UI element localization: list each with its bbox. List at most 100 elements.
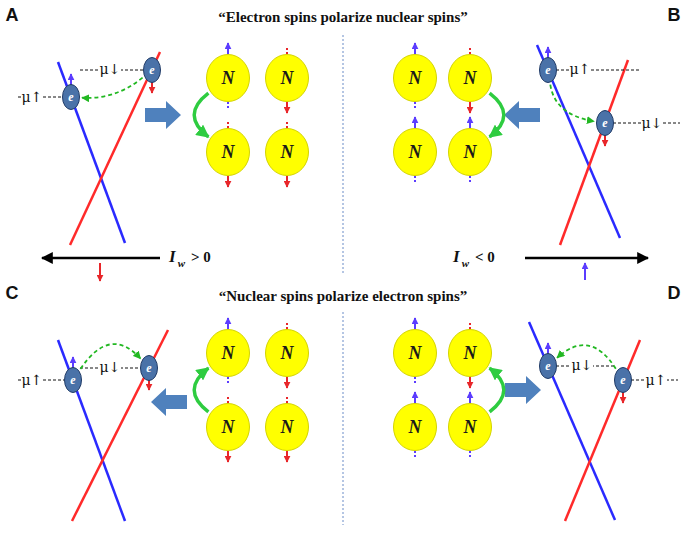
spin-up-band	[58, 62, 125, 243]
circle-fill	[597, 111, 614, 136]
node-symbol: N	[281, 343, 294, 364]
node-symbol: N	[464, 343, 477, 364]
electron-circle: e	[62, 84, 80, 110]
node-symbol: N	[222, 417, 235, 438]
spin-flip-arrow	[490, 368, 504, 412]
node-symbol: N	[464, 68, 477, 89]
circle-fill	[207, 404, 250, 451]
circle-fill	[394, 330, 437, 377]
spin-arrow	[469, 102, 471, 113]
circle-fill	[449, 404, 492, 451]
spin-tail	[227, 377, 229, 385]
spin-tail	[286, 46, 288, 54]
electron-circle: e	[614, 367, 632, 393]
node-symbol: e	[545, 63, 550, 78]
node-symbol: N	[222, 343, 235, 364]
nucleus-circle: N	[393, 329, 437, 377]
spin-arrow	[286, 377, 288, 388]
spin-arrow	[414, 318, 416, 329]
panel-letter: D	[667, 283, 682, 304]
potential-label: μ↑	[21, 372, 44, 388]
nucleus-circle: N	[448, 403, 492, 451]
electron-circle: e	[140, 355, 158, 381]
spin-tail	[286, 321, 288, 329]
block-arrow	[505, 376, 541, 404]
nucleus-circle: N	[393, 54, 437, 102]
spin-flip-arrow	[194, 368, 208, 412]
circle-fill	[394, 55, 437, 102]
current-spin	[99, 263, 101, 281]
potential-label: μ↑	[645, 372, 668, 388]
spin-down-band	[70, 52, 160, 245]
spin-tail	[286, 120, 288, 128]
current-sign: < 0	[474, 249, 496, 266]
spin-tail	[469, 176, 471, 184]
spin-flip-arrow	[490, 93, 504, 137]
spin-arrow	[286, 451, 288, 462]
spin-down-band	[560, 60, 628, 245]
node-symbol: N	[281, 68, 294, 89]
electron-transition-arrow	[550, 85, 594, 122]
node-symbol: e	[70, 373, 75, 388]
circle-fill	[207, 129, 250, 176]
node-symbol: e	[149, 63, 154, 78]
circle-fill	[65, 368, 82, 393]
node-symbol: N	[409, 68, 422, 89]
node-symbol: N	[281, 417, 294, 438]
panel-heading: “Nuclear spins polarize electron spins”	[218, 288, 469, 305]
node-symbol: N	[409, 142, 422, 163]
nucleus-circle: N	[206, 329, 250, 377]
electron-circle: e	[596, 110, 614, 136]
nucleus-circle: N	[206, 54, 250, 102]
spin-up-band	[58, 340, 125, 521]
spin-tail	[414, 377, 416, 385]
spin-down-band	[72, 330, 168, 521]
nucleus-circle: N	[448, 329, 492, 377]
spin-tail	[227, 395, 229, 403]
spin-arrow	[286, 176, 288, 187]
node-symbol: N	[409, 417, 422, 438]
current-symbol: I	[168, 247, 177, 267]
panel-divider	[343, 312, 344, 525]
block-arrow	[151, 388, 187, 416]
band-lines	[537, 45, 680, 245]
spin-tail	[227, 102, 229, 110]
potential-label: μ↓	[641, 115, 664, 131]
current-subscript: w	[461, 257, 470, 269]
nucleus-circle: N	[265, 403, 309, 451]
circle-fill	[266, 404, 309, 451]
circle-fill	[266, 55, 309, 102]
potential-label: μ↓	[99, 61, 122, 77]
nucleus-circle: N	[393, 128, 437, 176]
current-subscript: w	[177, 257, 186, 269]
potential-label: μ↓	[571, 357, 594, 373]
spin-arrow	[414, 117, 416, 128]
panel-heading: “Electron spins polarize nuclear spins”	[217, 9, 468, 26]
electron-circle: e	[64, 367, 82, 393]
current-spin	[584, 263, 586, 280]
electron-transition-arrow	[82, 78, 143, 98]
spin-up-band	[537, 45, 620, 238]
potential-label: μ↑	[569, 61, 592, 77]
nucleus-circle: N	[393, 403, 437, 451]
nucleus-circle: N	[265, 54, 309, 102]
node-symbol: e	[146, 361, 151, 376]
electron-circle: e	[539, 353, 557, 379]
band-lines	[529, 322, 678, 521]
node-symbol: e	[602, 116, 607, 131]
panel-divider	[343, 35, 344, 275]
potential-label: μ↓	[99, 359, 122, 375]
current-symbol: I	[452, 247, 461, 267]
circle-fill	[394, 404, 437, 451]
current-sign: > 0	[190, 249, 212, 266]
circle-fill	[449, 129, 492, 176]
spin-arrow	[227, 451, 229, 462]
panel-letter: B	[667, 5, 682, 26]
nucleus-circle: N	[448, 54, 492, 102]
nucleus-circle: N	[206, 128, 250, 176]
circle-fill	[449, 330, 492, 377]
circle-fill	[207, 330, 250, 377]
spin-arrow	[227, 176, 229, 187]
spin-tail	[286, 395, 288, 403]
